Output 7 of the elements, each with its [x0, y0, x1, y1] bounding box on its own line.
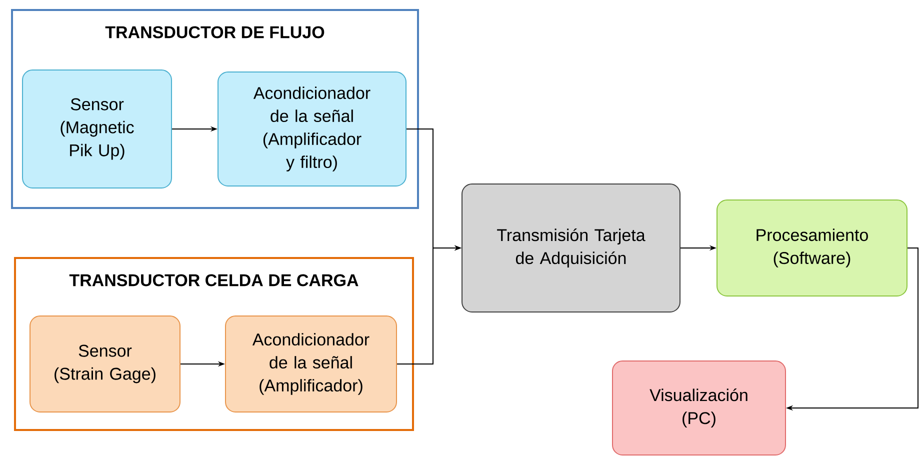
process-box: Visualización (PC) — [612, 360, 786, 456]
process-box: Sensor (Strain Gage) — [30, 316, 180, 412]
process-box: Sensor (Magnetic Pik Up) — [22, 70, 172, 188]
process-box: Transmisión Tarjeta de Adquisición — [462, 184, 680, 312]
process-box: Acondicionador de la señal (Amplificador y filtro) — [218, 72, 406, 186]
process-box: Acondicionador de la señal (Amplificador) — [225, 316, 397, 412]
process-box: Procesamiento (Software) — [716, 200, 908, 296]
